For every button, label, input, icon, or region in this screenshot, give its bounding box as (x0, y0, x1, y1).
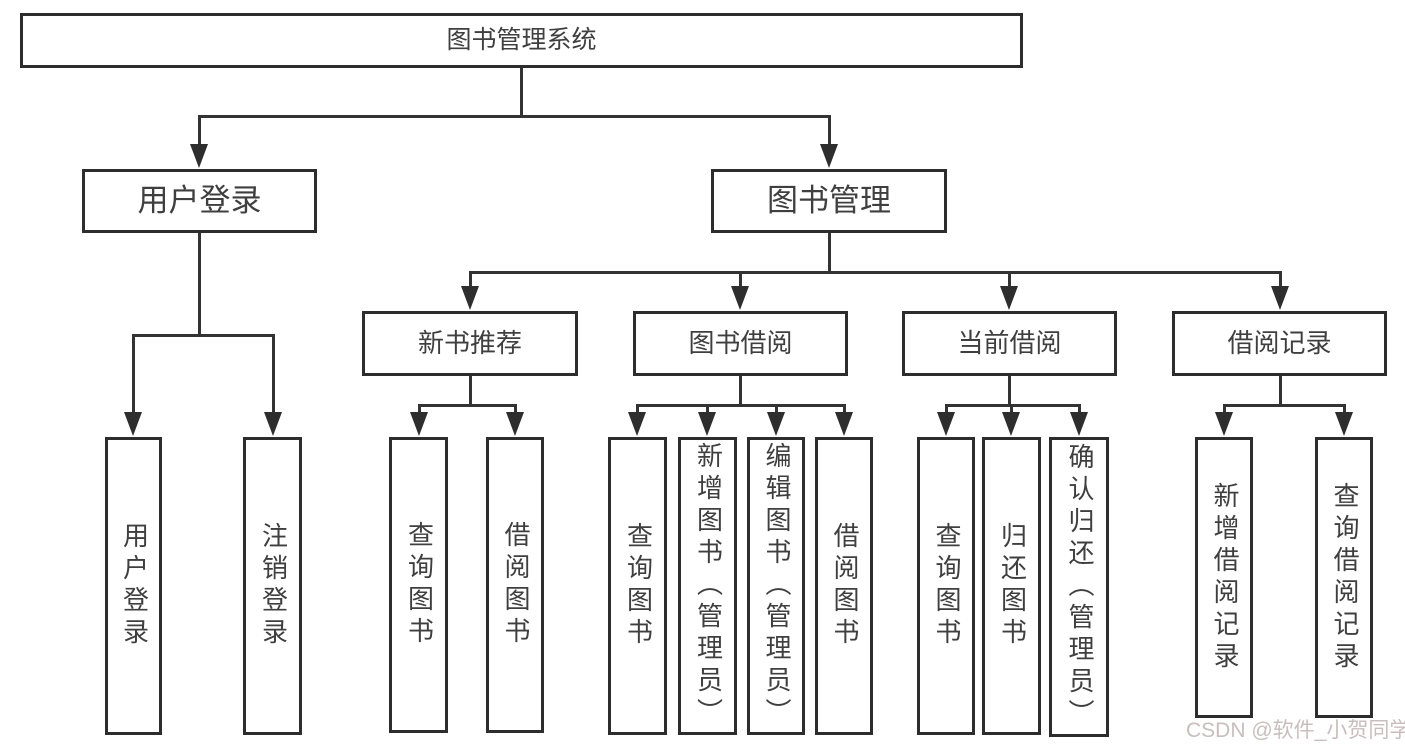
arrow-down-icon (264, 412, 282, 436)
connector-line (1010, 404, 1013, 414)
arrow-down-icon (461, 286, 479, 310)
diagram-node-leaf-query-books-recommend: 查询图书 (389, 437, 448, 733)
diagram-node-book-management: 图书管理 (711, 169, 947, 233)
diagram-node-leaf-borrow-books: 借阅图书 (815, 437, 873, 735)
arrow-down-icon (410, 412, 428, 436)
connector-line (1078, 404, 1081, 414)
watermark-text: CSDN @软件_小贺同学 (1186, 719, 1405, 742)
connector-line (636, 404, 846, 407)
arrow-down-icon (698, 412, 716, 436)
connector-line (1223, 404, 1346, 407)
connector-line (198, 233, 201, 337)
connector-line (1008, 271, 1011, 289)
connector-line (469, 271, 472, 289)
connector-line (198, 115, 831, 118)
connector-line (1223, 404, 1226, 414)
diagram-node-leaf-add-books-admin: 新增图书（管理员） (678, 437, 737, 735)
connector-line (520, 68, 523, 117)
diagram-node-leaf-edit-books-admin: 编辑图书（管理员） (747, 437, 805, 735)
diagram-node-new-book-recommend: 新书推荐 (362, 311, 578, 376)
arrow-down-icon (835, 412, 853, 436)
diagram-node-leaf-add-borrow-record: 新增借阅记录 (1195, 437, 1253, 718)
connector-line (418, 404, 421, 414)
diagram-node-user-login: 用户登录 (82, 169, 317, 233)
arrow-down-icon (937, 412, 955, 436)
connector-line (1008, 376, 1011, 407)
connector-line (418, 404, 517, 407)
diagram-node-leaf-logout: 注销登录 (243, 437, 302, 735)
connector-line (828, 115, 831, 146)
connector-line (198, 115, 201, 146)
diagram-node-leaf-confirm-return-admin: 确认归还（管理员） (1049, 437, 1109, 737)
diagram-node-leaf-query-books-current: 查询图书 (917, 437, 975, 735)
diagram-node-current-borrowing: 当前借阅 (902, 311, 1117, 376)
connector-line (469, 271, 1282, 274)
connector-line (945, 404, 948, 414)
connector-line (739, 271, 742, 289)
arrow-down-icon (628, 412, 646, 436)
connector-line (1279, 271, 1282, 289)
diagram-node-leaf-query-books-borrowing: 查询图书 (608, 437, 667, 735)
connector-line (272, 334, 275, 413)
connector-line (132, 334, 275, 337)
connector-line (775, 404, 778, 414)
arrow-down-icon (506, 412, 524, 436)
diagram-node-leaf-borrow-books-recommend: 借阅图书 (486, 437, 544, 733)
diagram-node-leaf-query-borrow-record: 查询借阅记录 (1315, 437, 1373, 718)
arrow-down-icon (1271, 286, 1289, 310)
connector-line (945, 404, 1081, 407)
connector-line (132, 334, 135, 413)
connector-line (706, 404, 709, 414)
connector-line (828, 233, 831, 274)
arrow-down-icon (1215, 412, 1233, 436)
connector-line (636, 404, 639, 414)
diagram-node-leaf-return-books: 归还图书 (982, 437, 1041, 735)
arrow-down-icon (820, 144, 838, 168)
arrow-down-icon (1002, 412, 1020, 436)
arrow-down-icon (1070, 412, 1088, 436)
arrow-down-icon (1000, 286, 1018, 310)
arrow-down-icon (767, 412, 785, 436)
arrow-down-icon (124, 412, 142, 436)
connector-line (469, 376, 472, 407)
connector-line (1343, 404, 1346, 414)
connector-line (843, 404, 846, 414)
arrow-down-icon (190, 144, 208, 168)
diagram-node-library-system: 图书管理系统 (20, 13, 1023, 68)
connector-line (514, 404, 517, 414)
diagram-node-borrowing-records: 借阅记录 (1172, 311, 1387, 376)
connector-line (739, 376, 742, 407)
arrow-down-icon (731, 286, 749, 310)
connector-line (1279, 376, 1282, 407)
diagram-node-book-borrowing: 图书借阅 (633, 311, 848, 376)
arrow-down-icon (1335, 412, 1353, 436)
diagram-node-leaf-user-login: 用户登录 (105, 437, 162, 735)
